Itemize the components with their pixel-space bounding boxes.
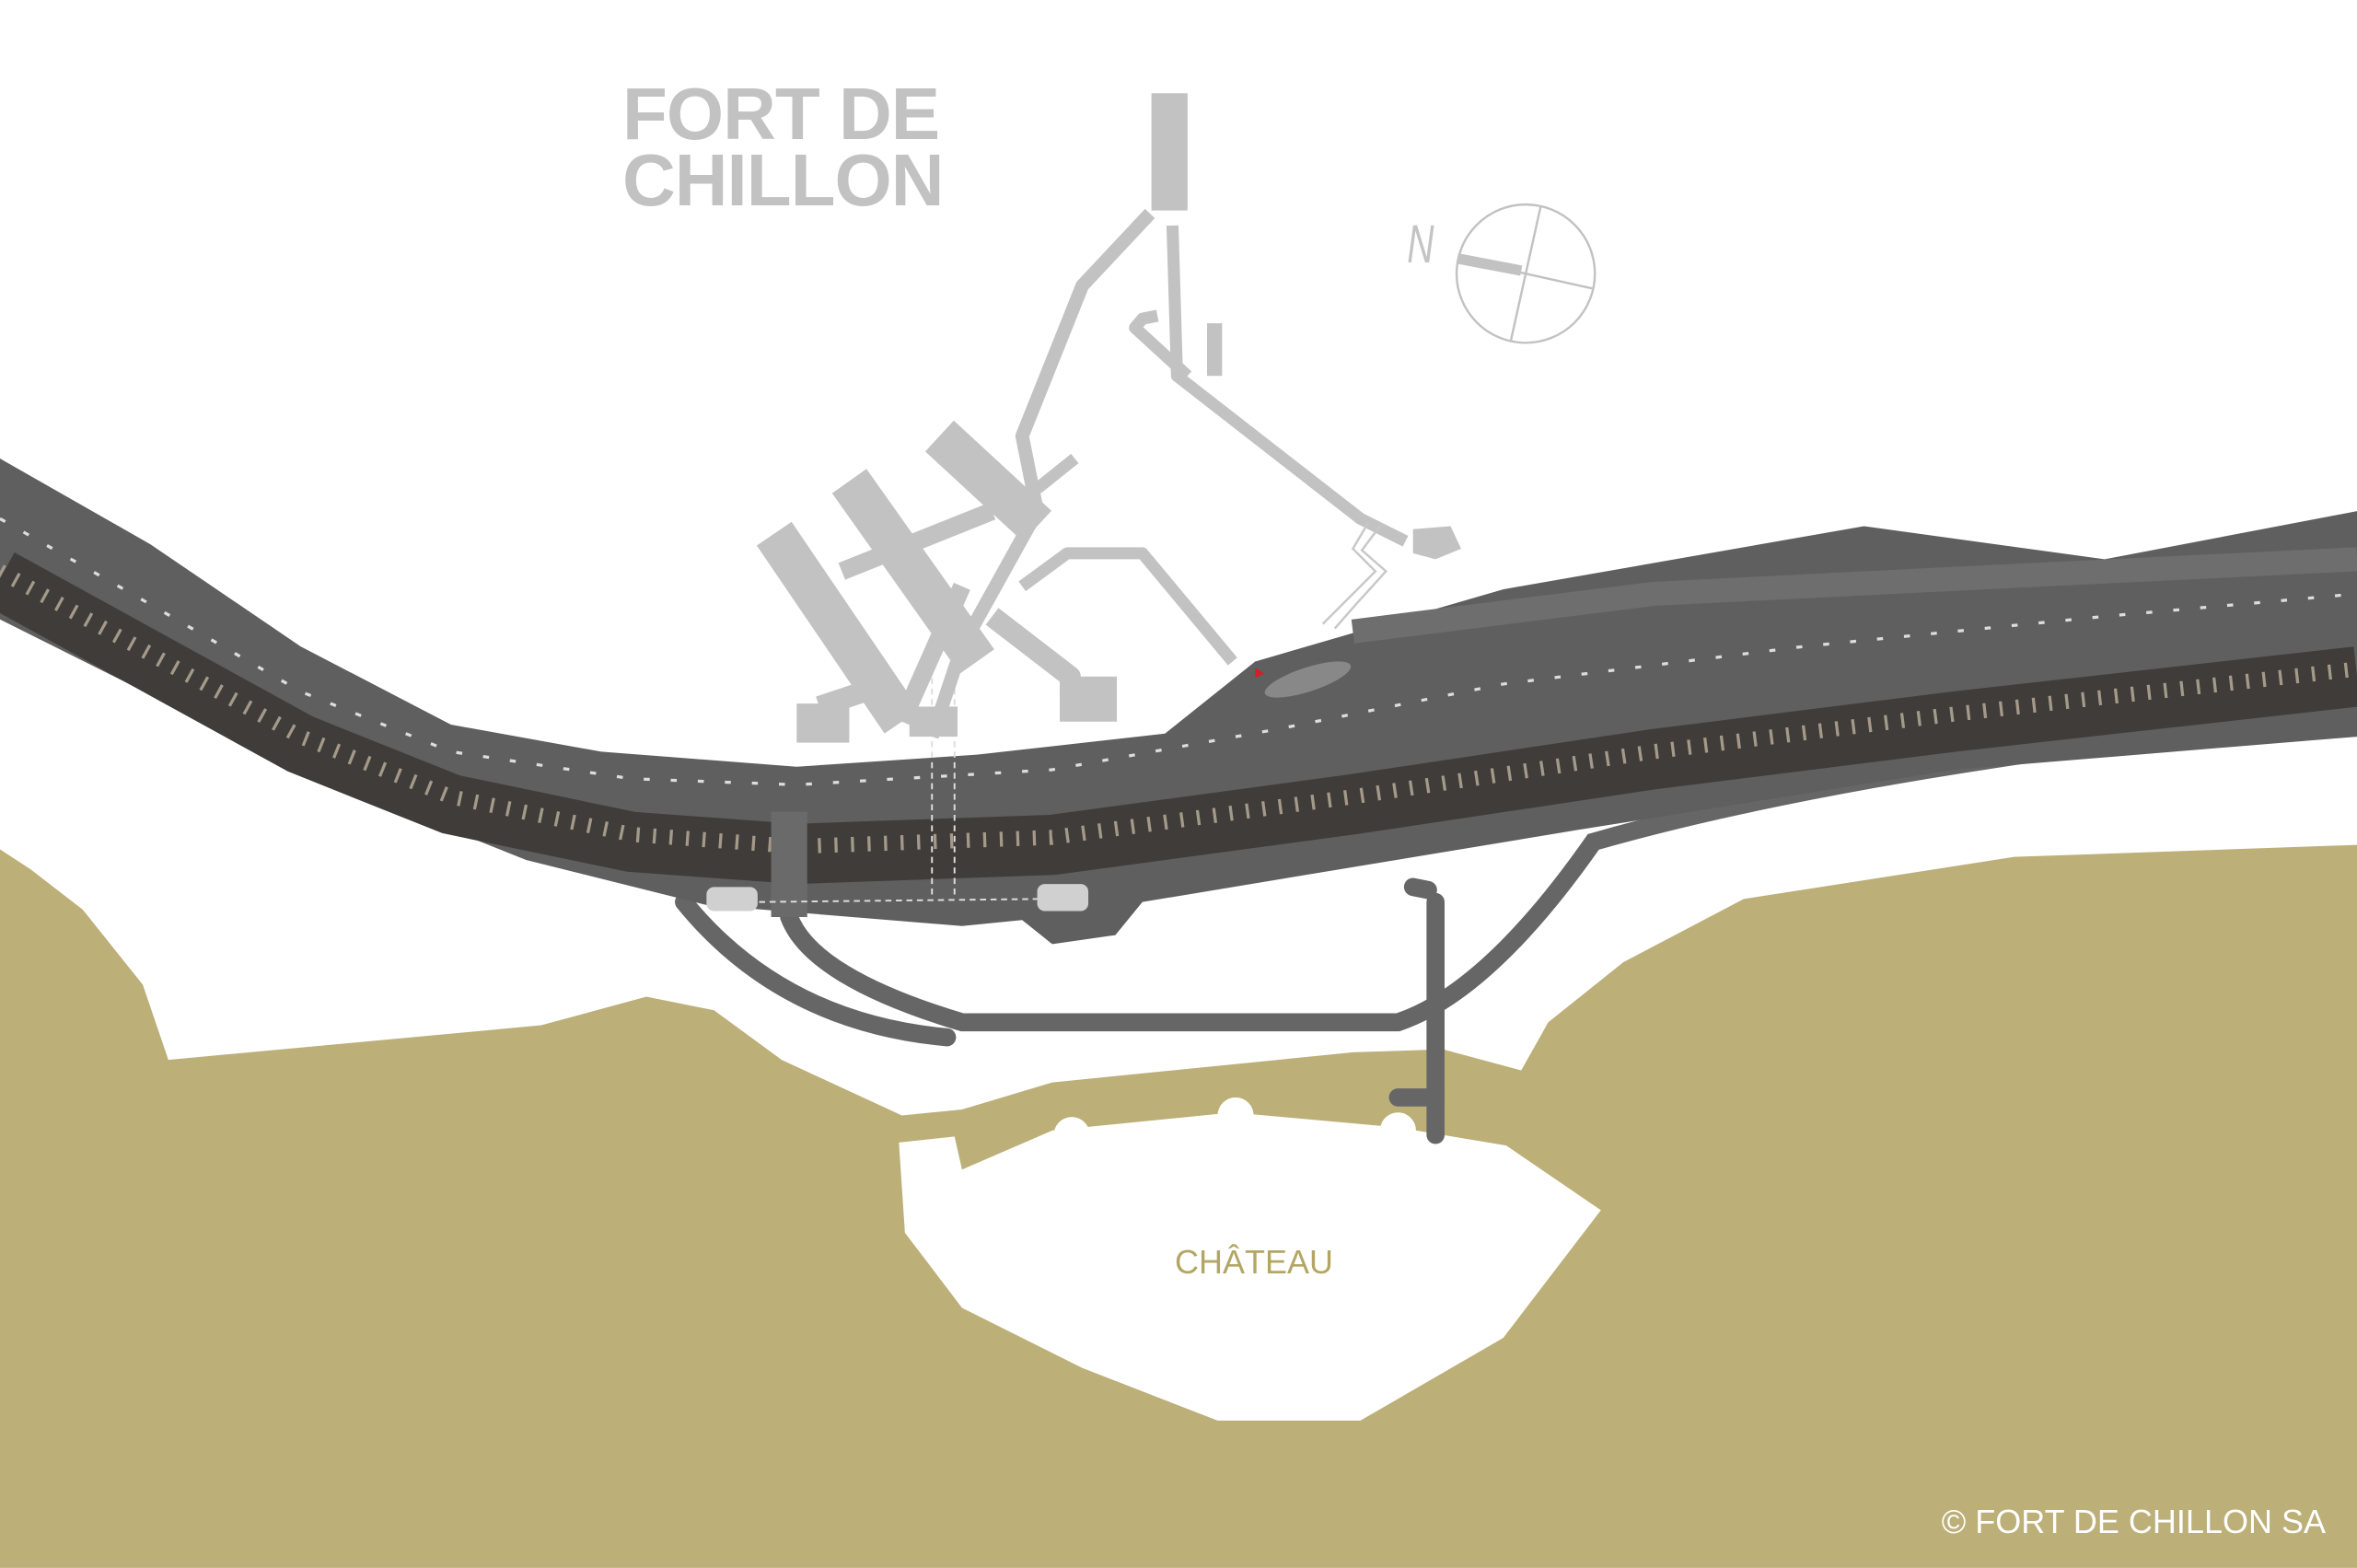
railway-track <box>0 564 2357 854</box>
location-marker <box>1255 667 1265 679</box>
copyright-notice: © FORT DE CHILLON SA <box>1941 1503 2326 1540</box>
fort-galleries <box>756 93 1409 739</box>
title-line-2: CHILLON <box>622 139 945 221</box>
castle-label: CHÂTEAU <box>1175 1243 1334 1281</box>
road-centerline <box>0 517 2357 786</box>
tunnel-passage <box>771 811 807 917</box>
castle-footprint <box>899 1112 1601 1421</box>
castle-tower <box>1379 1112 1416 1149</box>
stair-path <box>1321 522 1388 630</box>
title-line-1: FORT DE <box>622 73 940 155</box>
castle-tower <box>1053 1117 1090 1154</box>
map-title: FORT DE CHILLON <box>622 73 945 221</box>
entrance-west <box>706 887 758 912</box>
compass-rose <box>1455 203 1596 344</box>
castle-tower <box>1217 1097 1254 1134</box>
fort-blocks <box>796 526 1461 743</box>
compass-north-label: N <box>1407 215 1434 274</box>
entrance-east <box>1037 884 1089 912</box>
road-edge-stripe <box>1351 547 2357 644</box>
parking-island <box>1264 661 1352 698</box>
